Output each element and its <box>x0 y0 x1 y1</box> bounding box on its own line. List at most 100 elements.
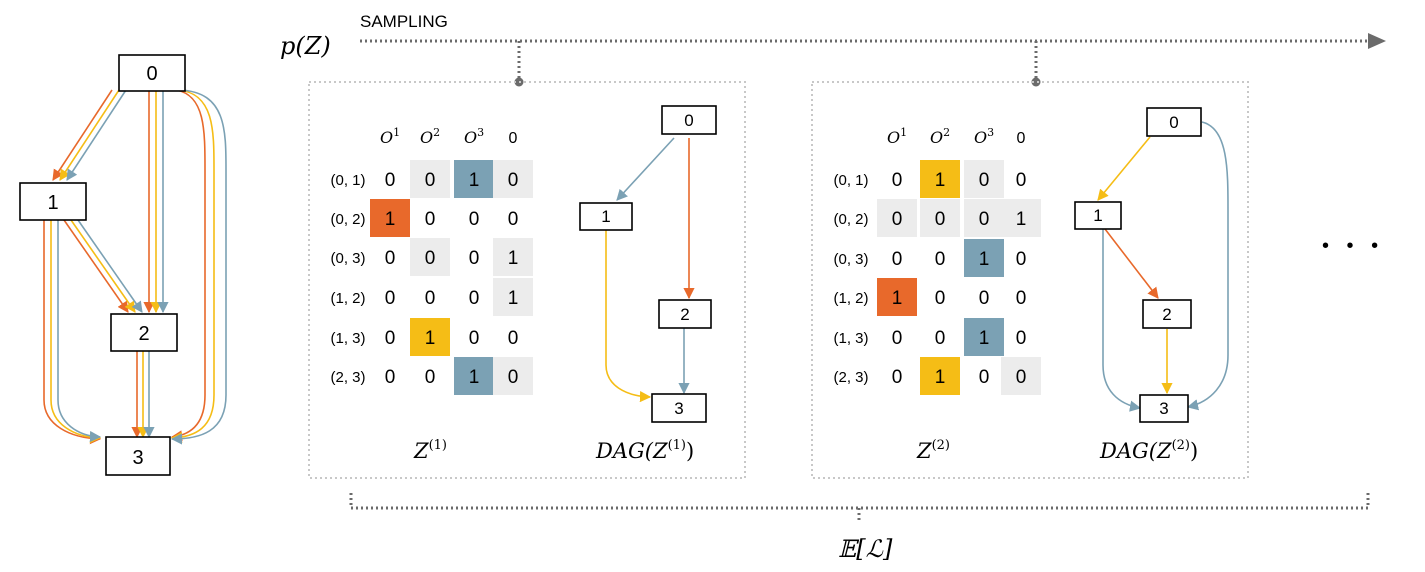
sample-2-cell-bg-2-3 <box>964 199 1004 237</box>
sample-2-cell-4-4: 0 <box>1016 288 1027 309</box>
sample-1-row-label-4: (1, 2) <box>330 290 365 307</box>
super-edge-0-3-yellow <box>170 89 215 444</box>
sample-1-cell-2-4: 0 <box>508 209 519 230</box>
sample-2-cell-6-3: 0 <box>979 367 990 388</box>
dag2-edge-0-3 <box>1186 121 1229 411</box>
super-node-1-box <box>19 182 87 221</box>
sample-1-cell-5-3: 0 <box>469 328 480 349</box>
sample-2-panel <box>811 81 1249 479</box>
sample-1-cell-4-3: 0 <box>469 288 480 309</box>
sample-1-col-header-1: O1 <box>380 126 400 147</box>
sample-1-z-caption: Z(1) <box>413 438 447 463</box>
sample-1-cell-6-4: 0 <box>508 367 519 388</box>
sample-1-cell-bg-2-1 <box>370 199 410 237</box>
sampling-label: SAMPLING <box>360 12 448 31</box>
super-node-2-box <box>110 313 178 352</box>
sample-2-col-header-1: O1 <box>887 126 907 147</box>
sample-2-cell-5-4: 0 <box>1016 328 1027 349</box>
dag1-edge-1-3 <box>605 229 652 403</box>
sample-1-col-header-3: O3 <box>464 126 484 147</box>
dag1-node-1-label: 1 <box>601 207 610 226</box>
super-edge-0-3-orange <box>170 89 206 442</box>
sample-2-connector-dot <box>1031 77 1041 87</box>
sample-2-cell-6-4: 0 <box>1016 367 1027 388</box>
sample-1-col-header-2: O2 <box>420 126 440 147</box>
dag2-node-2-label: 2 <box>1162 305 1171 324</box>
sample-1-cell-bg-5-2 <box>410 318 450 356</box>
dag2-node-0-box <box>1146 107 1202 137</box>
sample-1-row-label-1: (0, 1) <box>330 172 365 189</box>
dag2-node-1-label: 1 <box>1093 206 1102 225</box>
sample-2-cell-bg-2-1 <box>877 199 917 237</box>
sample-2-cell-6-2: 1 <box>935 367 946 388</box>
sample-1-cell-3-4: 1 <box>508 248 519 269</box>
sample-1-cell-4-2: 0 <box>425 288 436 309</box>
sample-2-z-caption: Z(2) <box>916 438 950 463</box>
sample-2-col-header-2: O2 <box>930 126 950 147</box>
sample-1-dag-caption: DAG(Z(1)) <box>595 438 694 463</box>
sample-1-cell-1-2: 0 <box>425 170 436 191</box>
sample-2-cell-4-1: 1 <box>892 288 903 309</box>
sample-1-row-label-2: (0, 2) <box>330 211 365 228</box>
sample-2-cell-bg-1-3 <box>964 160 1004 198</box>
sample-2-cell-1-3: 0 <box>979 170 990 191</box>
dag1-node-1-box <box>579 202 633 231</box>
dag1-edge-0-1 <box>616 137 675 201</box>
sample-1-cell-2-1: 1 <box>385 209 396 230</box>
dag2-node-3-label: 3 <box>1159 399 1168 418</box>
dag2-node-1-box <box>1074 201 1122 230</box>
sample-1-cell-5-2: 1 <box>425 328 436 349</box>
sample-1-row-label-3: (0, 3) <box>330 250 365 267</box>
super-edge-0-1-orange <box>52 89 113 181</box>
sample-2-cell-2-3: 0 <box>979 209 990 230</box>
sample-1-cell-5-1: 0 <box>385 328 396 349</box>
sample-1-cell-6-3: 1 <box>469 367 480 388</box>
sample-2-cell-1-4: 0 <box>1016 170 1027 191</box>
sample-2-col-header-4: 0 <box>1017 130 1026 147</box>
sample-2-cell-5-2: 0 <box>935 328 946 349</box>
sample-2-dag-caption: DAG(Z(2)) <box>1099 438 1198 463</box>
sample-2-cell-6-1: 0 <box>892 367 903 388</box>
sample-2-cell-4-2: 0 <box>935 288 946 309</box>
super-edge-0-3-blue <box>170 89 227 445</box>
sample-2-cell-bg-1-2 <box>920 160 960 198</box>
sample-1-dag: 0 1 2 3 <box>579 105 717 423</box>
sample-1-cell-3-2: 0 <box>425 248 436 269</box>
dag1-node-3-label: 3 <box>674 399 683 418</box>
sampling-axis: p(Z) SAMPLING <box>280 12 1386 87</box>
sample-2-cell-bg-3-3 <box>964 239 1004 277</box>
sample-1-cell-2-2: 0 <box>425 209 436 230</box>
sample-1-cell-bg-6-4 <box>493 357 533 395</box>
sample-2-cell-bg-5-3 <box>964 318 1004 356</box>
sampling-arrowhead <box>1368 33 1386 49</box>
super-node-2-label: 2 <box>138 323 149 345</box>
super-node-1-label: 1 <box>47 192 58 214</box>
super-node-3-box <box>105 436 171 476</box>
sample-2-cell-5-3: 1 <box>979 328 990 349</box>
dag2-node-0-label: 0 <box>1169 113 1178 132</box>
dag2-node-3-box <box>1139 394 1189 423</box>
dag1-node-2-box <box>658 299 712 329</box>
sample-2-cell-2-2: 0 <box>935 209 946 230</box>
dag1-node-3-box <box>651 393 707 423</box>
sample-2-cell-2-1: 0 <box>892 209 903 230</box>
sample-2-row-label-4: (1, 2) <box>833 290 868 307</box>
sample-1-panel <box>308 81 746 479</box>
sample-1-cell-1-1: 0 <box>385 170 396 191</box>
sample-2-cell-5-1: 0 <box>892 328 903 349</box>
supergraph: 0 1 2 3 <box>19 54 227 476</box>
sample-1-cell-bg-3-2 <box>410 238 450 276</box>
super-node-3-label: 3 <box>132 447 143 469</box>
sample-2-cell-bg-6-4 <box>1001 357 1041 395</box>
expectation-label: 𝔼[ℒ] <box>838 535 893 563</box>
super-edge-1-2-yellow <box>70 219 136 313</box>
sample-1-row-label-5: (1, 3) <box>330 330 365 347</box>
sample-2-row-label-6: (2, 3) <box>833 369 868 386</box>
sample-2-cell-bg-2-4 <box>1001 199 1041 237</box>
sample-2-row-label-3: (0, 3) <box>833 251 868 268</box>
sample-2-row-label-2: (0, 2) <box>833 211 868 228</box>
dag2-edge-1-2 <box>1104 228 1159 299</box>
sample-2-cell-1-1: 0 <box>892 170 903 191</box>
sample-1-cell-bg-6-3 <box>454 357 494 395</box>
